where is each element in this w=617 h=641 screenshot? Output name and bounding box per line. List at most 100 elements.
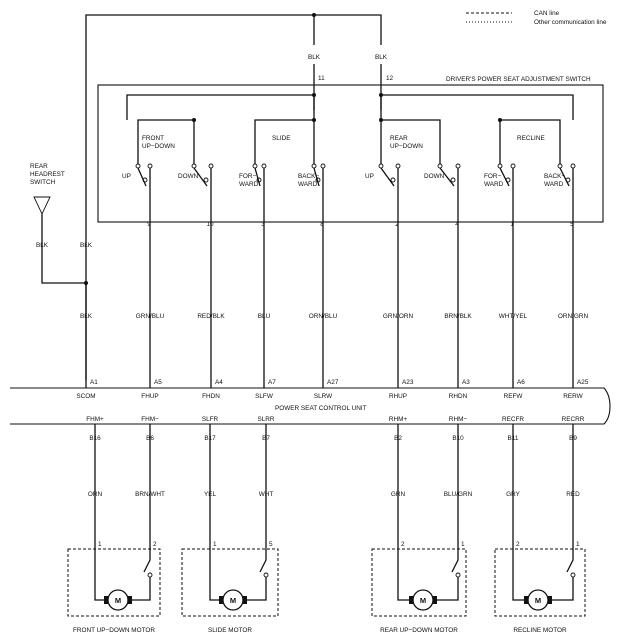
- bracket-rear: [381, 119, 441, 150]
- output-pin: B17: [204, 435, 216, 442]
- motor-label: SLIDE MOTOR: [208, 627, 252, 634]
- switch-blade: [439, 167, 455, 187]
- switch-blade: [380, 167, 395, 187]
- headrest-label: REAR HEADREST SWITCH: [30, 163, 66, 186]
- output-wire-color: BLU/GRN: [444, 491, 473, 498]
- switch-label: WARD: [298, 181, 318, 188]
- output-wire-color: GRN: [391, 491, 406, 498]
- junction-slide: [312, 118, 316, 122]
- input-pin: A27: [327, 379, 339, 386]
- switch-fixed-contact: [315, 177, 321, 183]
- switch-blade: [559, 167, 570, 187]
- motor-pin: 5: [269, 541, 273, 548]
- output-pin: B6: [146, 435, 154, 442]
- output-wire-color: BRN/WHT: [135, 491, 165, 498]
- input-signal: RERW: [563, 393, 583, 400]
- input-pin: A23: [402, 379, 414, 386]
- motor-label: REAR UP−DOWN MOTOR: [380, 627, 458, 634]
- switch-output-contact: [395, 163, 401, 169]
- switch-label: WARD: [239, 181, 259, 188]
- motor-front: M FRONT UP−DOWN MOTOR: [67, 548, 161, 634]
- switch-output-contact: [147, 163, 153, 169]
- output-signal: SLFR: [202, 416, 219, 423]
- switch-pin: 9: [147, 221, 151, 228]
- legend: CAN line Other communication line: [466, 10, 607, 26]
- output-wire-color: RED: [566, 491, 580, 498]
- output-wire-color: YEL: [204, 491, 217, 498]
- switch-unit-box: [97, 84, 604, 223]
- motor-pin: 1: [461, 541, 465, 548]
- switch-fixed-contact: [505, 177, 511, 183]
- switch-blade: [499, 167, 510, 187]
- output-signal: SLRR: [257, 416, 274, 423]
- motor-brush: [104, 596, 108, 604]
- feed-11-wire-color: BLK: [308, 54, 321, 61]
- switch-label: BACK−: [544, 173, 565, 180]
- motor-limit-contact: [570, 572, 576, 578]
- power-feed: BLK BLK 11 12: [85, 13, 394, 380]
- motor-lead-b: [243, 577, 267, 601]
- motor-brush: [128, 596, 132, 604]
- headrest-wire-color: BLK: [36, 242, 49, 249]
- motor-label: FRONT UP−DOWN MOTOR: [73, 627, 155, 634]
- motor-m-label: M: [115, 596, 121, 605]
- group-label-recline: RECLINE: [517, 135, 545, 142]
- bracket-slide: [254, 119, 314, 150]
- output-signal: RECFR: [502, 416, 524, 423]
- rear-headrest-switch: REAR HEADREST SWITCH BLK BLK: [30, 163, 93, 285]
- switch-label: FOR−: [239, 173, 256, 180]
- switch-blade: [137, 167, 147, 187]
- bus-junction: [312, 13, 316, 17]
- motor-symbol: [222, 589, 244, 611]
- input-wire-color: ORN/GRN: [558, 313, 589, 320]
- switch-pin: 4: [455, 221, 459, 228]
- input-signal: FHDN: [202, 393, 220, 400]
- legend-can-line: CAN line: [534, 10, 560, 17]
- motor-housing: [494, 548, 586, 617]
- switch-label: UP: [122, 173, 131, 180]
- output-pin: B9: [569, 435, 577, 442]
- switch-fixed-contact: [203, 177, 209, 183]
- motor-lead-b: [433, 577, 459, 601]
- output-signal: FHM−: [141, 416, 159, 423]
- motor-pin: 1: [213, 541, 217, 548]
- switch-contact: [135, 163, 141, 169]
- switch-contact: [311, 163, 317, 169]
- motor-limit-switch: [566, 550, 574, 573]
- input-wires: BLKA1SCOMGRN/BLUA5FHUPRED/BLKA4FHDNBLUA7…: [76, 283, 589, 400]
- switch-output-contact: [510, 163, 516, 169]
- motor-label: RECLINE MOTOR: [513, 627, 567, 634]
- junction-wire-color: BLK: [80, 242, 93, 249]
- motor-brush: [548, 596, 552, 604]
- input-pin: A3: [462, 379, 470, 386]
- switch-contacts: UP9DOWN10FOR−WARD3BACK−WARD8UP2DOWN4FOR−…: [122, 150, 576, 380]
- headrest-wire: [41, 214, 86, 284]
- input-signal: FHUP: [141, 393, 158, 400]
- motor-limit-switch: [451, 550, 459, 573]
- input-pin: A1: [90, 379, 98, 386]
- switch-label: DOWN: [178, 173, 199, 180]
- input-wire-color: BLU: [258, 313, 271, 320]
- output-wire-color: WHT: [259, 491, 274, 498]
- switch-pin: 3: [261, 221, 265, 228]
- switch-label: WARD: [544, 181, 564, 188]
- motor-pin: 2: [401, 541, 405, 548]
- input-wire-color: GRN/BLU: [136, 313, 165, 320]
- switch-contact: [557, 163, 563, 169]
- switch-contact: [191, 163, 197, 169]
- motor-limit-contact: [147, 572, 153, 578]
- motor-lead-a: [209, 550, 223, 601]
- switch-contact: [252, 163, 258, 169]
- output-pin: B7: [262, 435, 270, 442]
- input-pin: A7: [268, 379, 276, 386]
